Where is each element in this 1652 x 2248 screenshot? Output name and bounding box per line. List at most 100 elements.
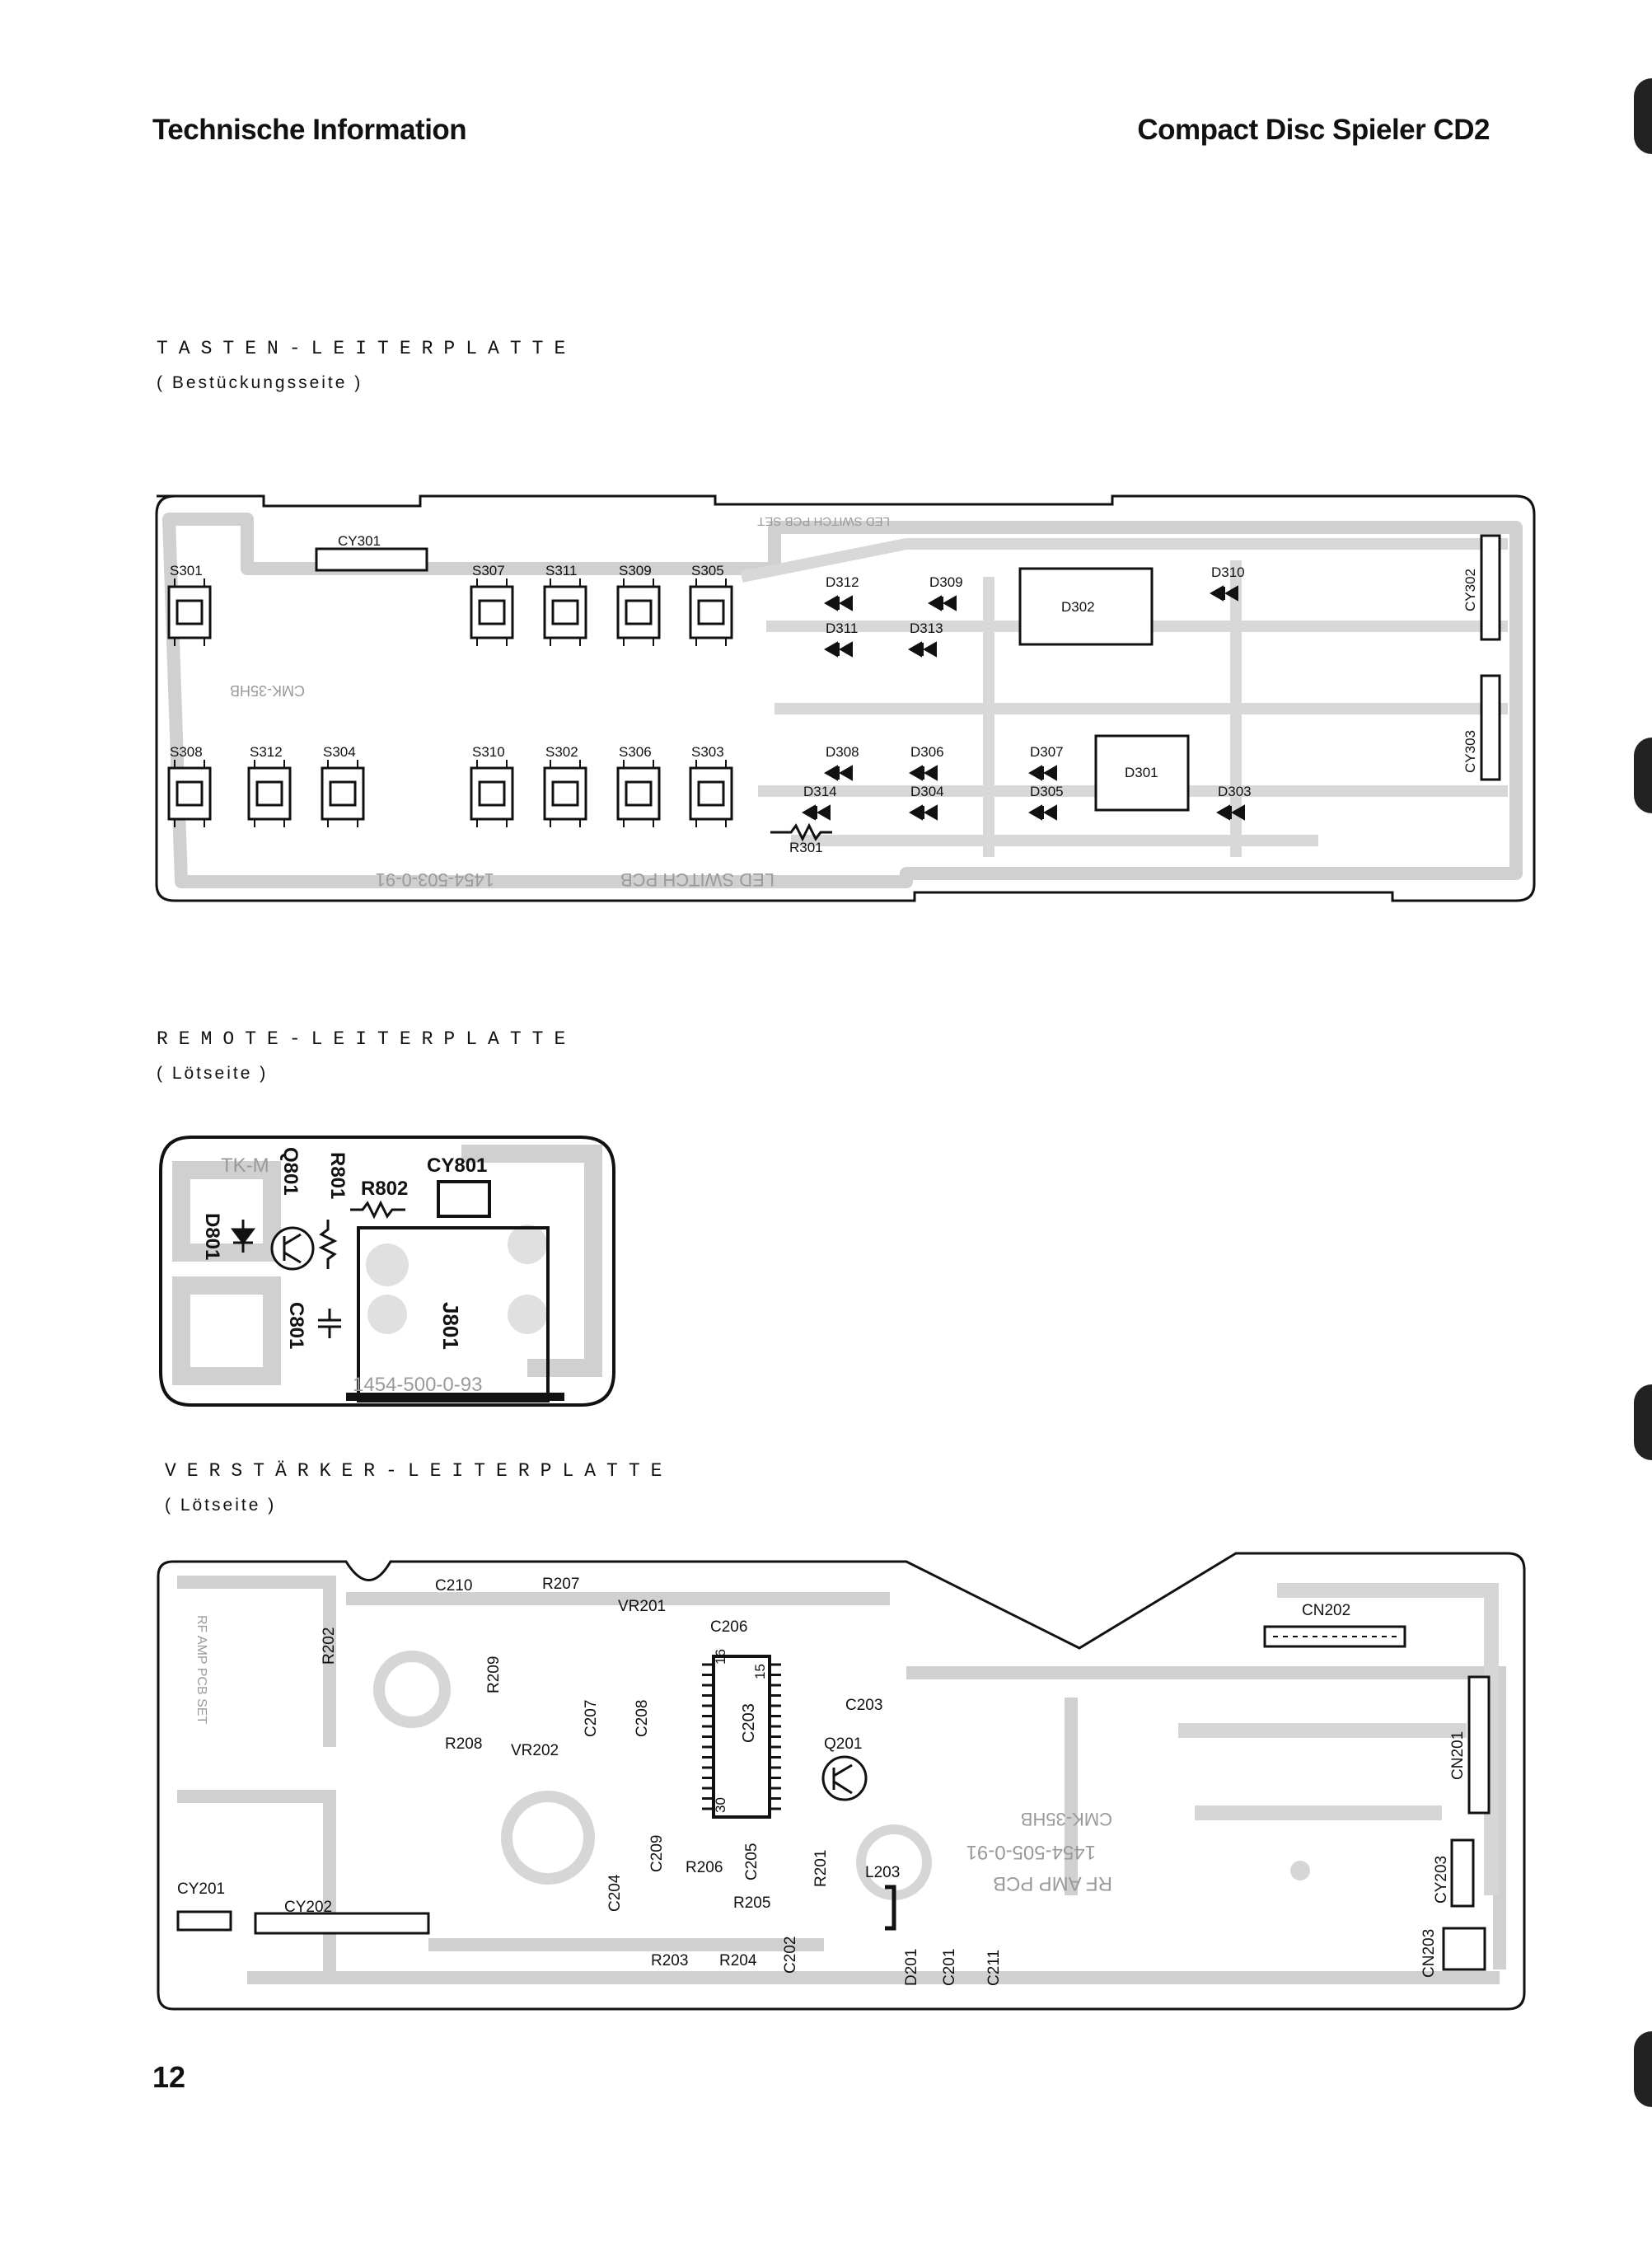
switch-label: S304 — [323, 744, 356, 760]
amp-label-vr201: VR201 — [618, 1598, 666, 1615]
amp-label-d201: D201 — [903, 1949, 920, 1986]
led-d307: D307 — [1027, 744, 1064, 781]
amp-label-r203: R203 — [651, 1952, 688, 1969]
section-subtitle-tasten: ( Bestückungsseite ) — [157, 373, 363, 392]
cy201-connector — [176, 1910, 232, 1932]
switch-label: S308 — [170, 744, 203, 760]
amp-label-c204: C204 — [606, 1874, 624, 1912]
ic201-pin15: 15 — [752, 1664, 768, 1679]
r802-symbol — [350, 1200, 405, 1220]
amp-label-r202: R202 — [321, 1627, 338, 1665]
led-label: D309 — [929, 574, 963, 590]
amp-label-r209: R209 — [485, 1656, 503, 1693]
r801-label: R801 — [326, 1152, 349, 1199]
switch-label: S309 — [619, 563, 652, 578]
led-label: D303 — [1218, 784, 1252, 799]
switch-s307: S307 — [470, 563, 514, 646]
amp-label-r205: R205 — [733, 1894, 770, 1912]
amp-label-c202: C202 — [782, 1937, 799, 1974]
led-label: D306 — [910, 744, 944, 760]
amp-label-c209: C209 — [648, 1835, 666, 1872]
switch-s303: S303 — [689, 744, 733, 827]
header-right-title: Compact Disc Spieler CD2 — [1137, 114, 1490, 146]
led-label: D307 — [1030, 744, 1064, 760]
amp-label-cn203: CN203 — [1420, 1929, 1438, 1978]
r801-symbol — [318, 1220, 338, 1269]
amp-label-r208: R208 — [445, 1735, 482, 1753]
amp-label-c206: C206 — [710, 1618, 747, 1636]
switch-s308: S308 — [167, 744, 212, 827]
led-d312: D312 — [823, 574, 859, 611]
cy302-label: CY302 — [1462, 569, 1478, 611]
switch-label: S306 — [619, 744, 652, 760]
remote-pcb-marking: 1454-500-0-93 — [353, 1374, 482, 1396]
section-title-verstaerker: VERSTÄRKER-LEITERPLATTE — [165, 1460, 673, 1482]
led-label: D312 — [826, 574, 859, 590]
led-label: D311 — [826, 621, 858, 636]
amp-label-c210: C210 — [435, 1577, 472, 1595]
switch-label: S307 — [472, 563, 505, 578]
ic201-body — [712, 1655, 771, 1819]
q801-symbol — [270, 1226, 315, 1271]
cy801-label: CY801 — [427, 1154, 487, 1177]
cy302-connector — [1480, 534, 1501, 641]
amp-label-c208: C208 — [634, 1700, 651, 1737]
led-d308: D308 — [823, 744, 859, 781]
switch-s310: S310 — [470, 744, 514, 827]
switch-label: S305 — [691, 563, 724, 578]
j801-label: J801 — [438, 1302, 463, 1350]
d801-label: D801 — [201, 1213, 223, 1260]
remote-board: J801 CY801 R802 R801 Q801 D801 C801 1454… — [159, 1136, 615, 1407]
r301-label: R301 — [789, 840, 823, 855]
binder-hole-1 — [1634, 78, 1652, 154]
amp-label-c201: C201 — [941, 1949, 958, 1986]
amp-label-r206: R206 — [686, 1859, 723, 1876]
page-number: 12 — [152, 2060, 186, 2094]
r301-symbol — [770, 822, 832, 842]
led-d306: D306 — [908, 744, 944, 781]
q801-label: Q801 — [279, 1147, 302, 1196]
binder-hole-4 — [1634, 2031, 1652, 2107]
section-subtitle-verstaerker: ( Lötseite ) — [165, 1496, 277, 1515]
led-d309: D309 — [927, 574, 963, 611]
led-label: D310 — [1211, 564, 1245, 580]
d302-block — [1018, 567, 1154, 646]
led-d310: D310 — [1209, 564, 1245, 602]
section-title-remote: REMOTE-LEITERPLATTE — [157, 1028, 577, 1050]
cn203-connector — [1442, 1927, 1486, 1971]
led-d305: D305 — [1027, 784, 1064, 821]
amp-label-q201: Q201 — [824, 1735, 862, 1753]
amp-label-c205: C205 — [743, 1843, 760, 1880]
led-d303: D303 — [1215, 784, 1252, 821]
q201-symbol — [821, 1755, 868, 1801]
tasten-pcb-marking: 1454-503-0-91 — [376, 869, 494, 890]
switch-label: S312 — [250, 744, 283, 760]
switch-s301: S301 — [167, 563, 212, 646]
amp-label-r207: R207 — [542, 1576, 579, 1593]
amp-label-c207: C207 — [583, 1700, 600, 1737]
amp-pcb-set: RF AMP PCB SET — [194, 1615, 208, 1724]
led-label: D313 — [910, 621, 943, 636]
switch-label: S301 — [170, 563, 203, 578]
cy203-connector — [1450, 1838, 1475, 1908]
cn201-connector — [1467, 1675, 1491, 1815]
switch-label: S310 — [472, 744, 505, 760]
section-subtitle-remote: ( Lötseite ) — [157, 1064, 269, 1083]
cy301-label: CY301 — [338, 533, 381, 549]
amp-label-vr202: VR202 — [511, 1742, 559, 1759]
l203-symbol — [885, 1885, 896, 1931]
switch-s306: S306 — [616, 744, 661, 827]
cy303-connector — [1480, 674, 1501, 781]
remote-silk-top: TK-M — [221, 1154, 269, 1177]
led-label: D314 — [803, 784, 837, 799]
d801-symbol — [231, 1220, 255, 1253]
cy301-connector — [315, 547, 428, 572]
amp-label-cy203: CY203 — [1433, 1856, 1450, 1904]
binder-hole-3 — [1634, 1384, 1652, 1460]
d301-label: D301 — [1125, 765, 1158, 780]
switch-s312: S312 — [247, 744, 292, 827]
led-label: D308 — [826, 744, 859, 760]
d301-block — [1094, 734, 1190, 812]
